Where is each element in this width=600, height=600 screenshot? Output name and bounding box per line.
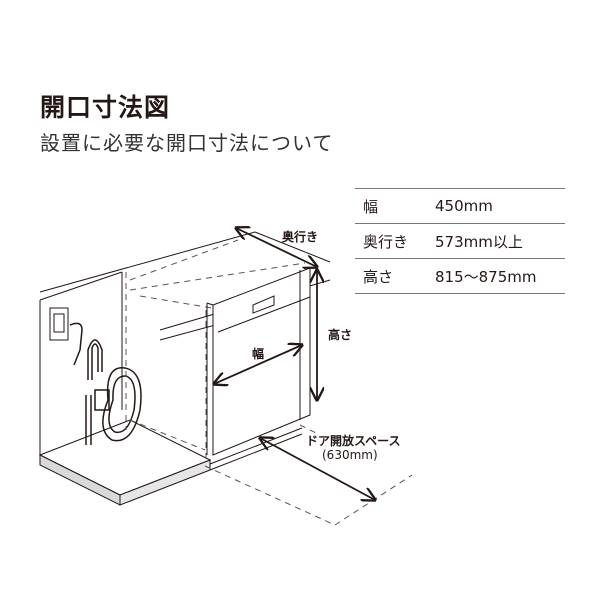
dimension-label: 高さ [355, 258, 427, 294]
plumbing-pipes-icon [69, 322, 142, 445]
dimension-value: 815〜875mm [427, 258, 565, 294]
page-subtitle: 設置に必要な開口寸法について [40, 131, 334, 155]
depth-label: 奥行き [282, 230, 319, 244]
table-row: 奥行き 573mm以上 [355, 223, 565, 259]
dimension-value: 450mm [427, 188, 565, 224]
door-space-value: (630mm) [322, 448, 378, 462]
wall-outlet-icon [49, 307, 69, 341]
table-row: 幅 450mm [355, 188, 565, 224]
dimension-value: 573mm以上 [427, 223, 565, 259]
dimension-label: 幅 [355, 188, 427, 224]
dimension-arrows [214, 228, 375, 500]
door-space-label: ドア開放スペース [306, 434, 401, 448]
depth-arrow [236, 228, 317, 267]
width-arrow [214, 345, 302, 384]
table-row: 高さ 815〜875mm [355, 258, 565, 294]
sink-cabinet [38, 271, 212, 506]
width-label: 幅 [252, 347, 265, 361]
dimension-label: 奥行き [355, 223, 427, 259]
door-space-arrow [260, 438, 375, 500]
height-label: 高さ [328, 328, 353, 342]
page-title: 開口寸法図 [40, 93, 171, 122]
dimension-table: 幅 450mm 奥行き 573mm以上 高さ 815〜875mm [355, 188, 565, 294]
opening-dashed [125, 272, 207, 462]
